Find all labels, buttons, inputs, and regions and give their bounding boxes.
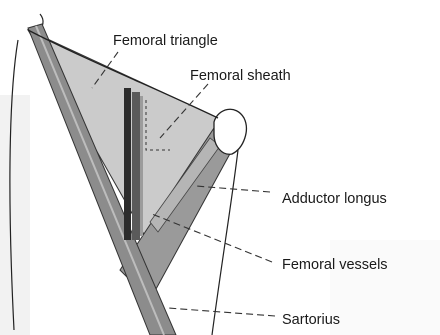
label-adductor-longus: Adductor longus [282, 191, 387, 207]
label-femoral-triangle: Femoral triangle [113, 33, 218, 49]
label-femoral-sheath: Femoral sheath [190, 68, 291, 84]
femoral-vessel-artery [124, 88, 131, 240]
label-sartorius: Sartorius [282, 312, 340, 328]
label-femoral-vessels: Femoral vessels [282, 257, 388, 273]
leader-sartorius [168, 308, 275, 316]
pubic-tubercle [214, 109, 246, 154]
femoral-vessel-highlight [140, 96, 143, 236]
femoral-vessel-vein [132, 92, 140, 240]
